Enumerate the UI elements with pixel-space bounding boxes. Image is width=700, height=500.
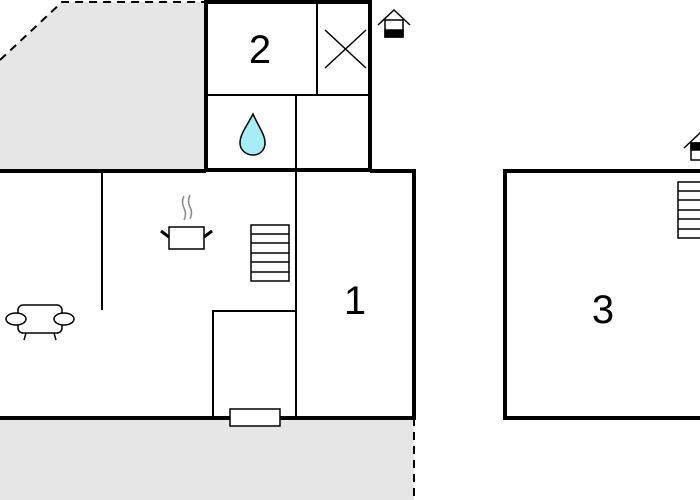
sofa-icon	[5, 304, 75, 341]
terrace-top-dashed-edge	[0, 1, 205, 61]
building-3	[503, 169, 700, 420]
water-drop-icon	[239, 112, 266, 156]
house-icon	[377, 8, 411, 38]
door-icon	[229, 408, 281, 427]
room-label-3: 3	[592, 288, 614, 332]
house-icon	[683, 131, 700, 161]
main-block	[0, 169, 416, 427]
cooking-pot-icon	[160, 194, 213, 250]
room-label-2: 2	[249, 28, 271, 72]
terrace-top	[0, 2, 205, 170]
upper-block	[204, 0, 372, 172]
terrace-bottom	[0, 418, 414, 500]
stairs-icon	[677, 181, 700, 239]
stairs-icon	[250, 224, 290, 282]
cross-void-icon	[324, 29, 367, 69]
room-label-1: 1	[344, 279, 366, 323]
